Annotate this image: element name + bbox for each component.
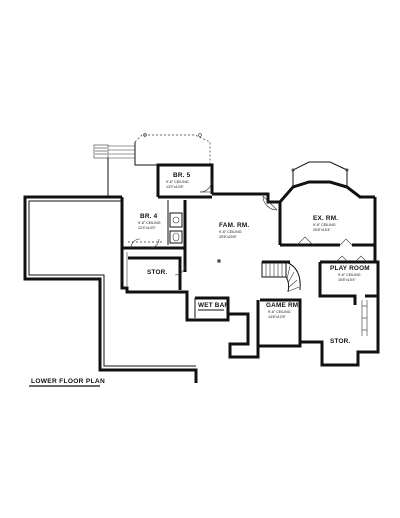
stor-west-name: STOR.: [147, 269, 167, 276]
br5-ceiling: 9'-6" CEILING: [166, 180, 189, 184]
entry-steps: [93, 142, 158, 197]
stor-east-name: STOR.: [330, 338, 350, 345]
misc-fixtures: [126, 252, 368, 336]
fam-rm-ceiling: 9'-6" CEILING: [219, 230, 242, 234]
play-room-size: 15'8"x15'4": [338, 278, 356, 282]
play-room-name: PLAY ROOM: [330, 265, 370, 272]
bath-fixtures: [128, 212, 183, 244]
fam-rm-size: 25'8"x20'8": [219, 235, 237, 239]
door-swings: [130, 179, 368, 276]
room-label-fam-rm: FAM. RM. 9'-6" CEILING 25'8"x20'8": [219, 222, 249, 239]
room-label-stor-west: STOR.: [147, 269, 167, 276]
room-label-ex-rm: EX. RM. 9'-6" CEILING 29'8"x15'4": [313, 215, 338, 232]
fam-rm-name: FAM. RM.: [219, 222, 249, 229]
room-label-stor-east: STOR.: [330, 338, 350, 345]
play-room-ceiling: 9'-6" CEILING: [338, 273, 361, 277]
unexcavated-area-outline: [23, 195, 198, 383]
game-rm-ceiling: 9'-6" CEILING: [268, 310, 291, 314]
br5-name: BR. 5: [173, 172, 191, 179]
plan-title: LOWER FLOOR PLAN: [31, 378, 105, 385]
staircase: [261, 261, 301, 293]
game-rm-size: 14'8"x12'8": [268, 315, 286, 319]
wet-bar-name: WET BAR: [198, 302, 229, 309]
br4-name: BR. 4: [140, 213, 158, 220]
room-label-br5: BR. 5 9'-6" CEILING 13'0"x10'8": [166, 172, 191, 189]
plan-title-block: LOWER FLOOR PLAN: [29, 378, 105, 387]
room-label-play-room: PLAY ROOM 9'-6" CEILING 15'8"x15'4": [330, 265, 370, 282]
ex-rm-size: 29'8"x15'4": [313, 228, 331, 232]
room-label-wet-bar: WET BAR: [198, 302, 229, 309]
game-rm-name: GAME RM.: [266, 302, 300, 309]
room-label-game-rm: GAME RM. 9'-6" CEILING 14'8"x12'8": [266, 302, 300, 319]
ex-rm-ceiling: 9'-6" CEILING: [313, 223, 336, 227]
br4-size: 12'4"x14'0": [138, 226, 156, 230]
exterior-walls: [120, 161, 380, 367]
br4-ceiling: 9'-6" CEILING: [138, 221, 161, 225]
front-porch-outline: [134, 133, 211, 165]
room-label-br4: BR. 4 9'-6" CEILING 12'4"x14'0": [138, 213, 161, 230]
br5-size: 13'0"x10'8": [166, 185, 184, 189]
ex-rm-name: EX. RM.: [313, 215, 338, 222]
